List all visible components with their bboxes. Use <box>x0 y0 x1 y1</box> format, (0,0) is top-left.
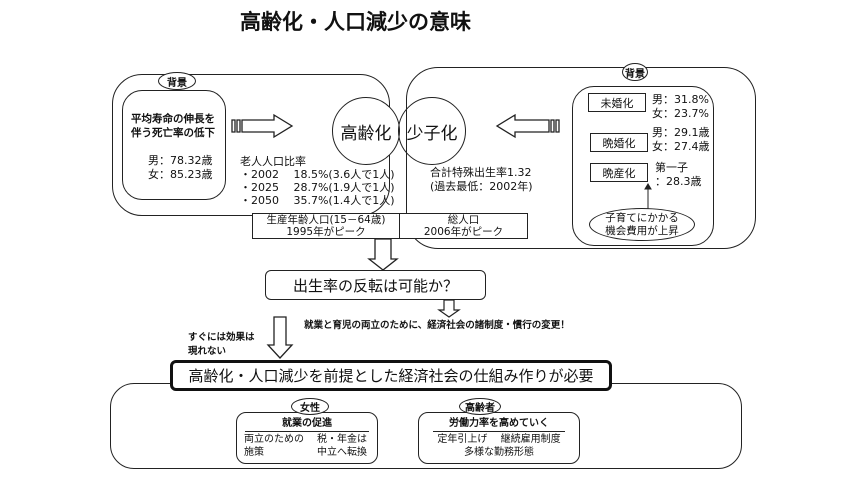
aging-cause: 平均寿命の伸長を <box>131 113 215 125</box>
first-child-age: ：28.3歳 <box>655 175 702 188</box>
working-population-label: 生産年齢人口(15－64歳) <box>266 214 386 226</box>
down-arrow-icon <box>437 299 461 318</box>
aging-circle: 高齢化 <box>332 97 400 165</box>
women-heading: 就業の促進 <box>282 418 332 429</box>
life-expectancy-female: 女：85.23歳 <box>148 168 213 181</box>
late-marriage-box: 晩婚化 <box>590 133 648 152</box>
divider <box>433 431 565 432</box>
life-expectancy-male: 男：78.32歳 <box>148 154 213 167</box>
aging-cause: 伴う死亡率の低下 <box>131 127 215 139</box>
question-box: 出生率の反転は可能か？ <box>265 270 486 300</box>
elderly-box: 労働力率を高めていく 定年引上げ 継続雇用制度 多様な勤務形態 <box>418 412 580 464</box>
up-arrow-icon <box>644 183 652 210</box>
women-measure: 中立へ転換 <box>317 447 367 458</box>
opportunity-cost-text: 機会費用が上昇 <box>605 224 679 237</box>
elderly-badge: 高齢者 <box>459 398 501 415</box>
women-measure: 施策 <box>244 447 264 458</box>
elderly-heading: 労働力率を高めていく <box>449 418 549 429</box>
unmarried-female: 女：23.7% <box>652 107 709 120</box>
women-box: 就業の促進 両立のための 施策 税・年金は 中立へ転換 <box>236 412 378 464</box>
conclusion-box: 高齢化・人口減少を前提とした経済社会の仕組み作りが必要 <box>170 360 612 391</box>
reform-note: 就業と育児の両立のために、経済社会の諸制度・慣行の変更！ <box>304 320 570 331</box>
total-population-cell: 総人口 2006年がピーク <box>400 214 527 238</box>
elderly-ratio-row: ・2025 28.7%(1.9人で1人) <box>240 181 395 194</box>
divider <box>245 431 369 432</box>
women-measure: 税・年金は <box>317 434 367 445</box>
elderly-ratio-row: ・2002 18.5%(3.6人で1人) <box>240 168 395 181</box>
down-arrow-icon <box>367 238 399 271</box>
total-population-peak: 2006年がピーク <box>423 226 504 238</box>
working-population-peak: 1995年がピーク <box>286 226 366 238</box>
elderly-ratio-row: ・2050 35.7%(1.4人で1人) <box>240 194 395 207</box>
background-badge: 背景 <box>622 63 648 81</box>
birthrate-panel <box>406 67 756 249</box>
elderly-measure: 多様な勤務形態 <box>464 447 534 458</box>
opportunity-cost-text: 子育てにかかる <box>605 211 679 224</box>
background-badge: 背景 <box>158 72 196 90</box>
late-marriage-male: 男：29.1歳 <box>652 126 710 139</box>
left-arrow-icon <box>495 113 560 139</box>
fertility-rate: 合計特殊出生率1.32 <box>430 166 532 179</box>
elderly-ratio-title: 老人人口比率 <box>240 155 306 168</box>
aging-background-box <box>122 90 226 200</box>
late-marriage-female: 女：27.4歳 <box>652 140 710 153</box>
fertility-rate-low: (過去最低：2002年) <box>430 180 533 193</box>
down-arrow-icon <box>266 316 294 359</box>
opportunity-cost-oval: 子育てにかかる 機会費用が上昇 <box>589 208 695 241</box>
women-badge: 女性 <box>291 398 329 415</box>
population-bar: 生産年齢人口(15－64歳) 1995年がピーク 総人口 2006年がピーク <box>252 213 528 239</box>
women-measure: 両立のための <box>244 434 304 445</box>
working-population-cell: 生産年齢人口(15－64歳) 1995年がピーク <box>253 214 400 238</box>
no-effect-note: すぐには効果は <box>188 332 255 343</box>
unmarried-male: 男：31.8% <box>652 93 709 106</box>
first-child-label: 第一子 <box>655 161 688 174</box>
late-childbirth-box: 晩産化 <box>590 163 648 182</box>
unmarried-box: 未婚化 <box>588 93 646 112</box>
total-population-label: 総人口 <box>447 214 480 226</box>
elderly-measure: 定年引上げ 継続雇用制度 <box>437 434 561 445</box>
page-title: 高齢化・人口減少の意味 <box>240 10 471 34</box>
right-arrow-icon <box>231 113 294 139</box>
no-effect-note: 現れない <box>188 346 227 357</box>
low-birthrate-circle: 少子化 <box>398 97 466 165</box>
